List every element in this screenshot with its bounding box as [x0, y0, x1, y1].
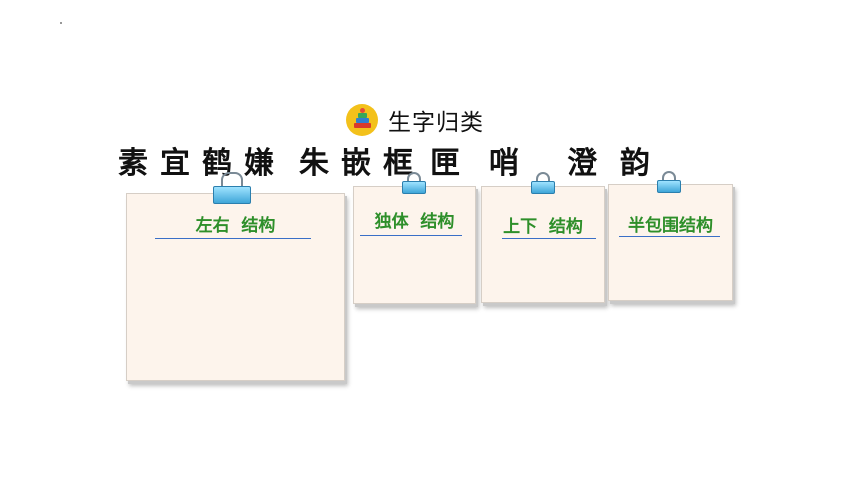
character: 素 — [118, 146, 148, 181]
card-label: 上下 结构 — [503, 217, 583, 237]
card-underline — [155, 238, 311, 239]
character: 嵌 — [341, 146, 371, 181]
binder-clip-icon — [656, 171, 681, 195]
card-single-structure: 独体 结构 — [353, 186, 476, 304]
character: 宜 — [160, 146, 190, 181]
binder-clip-icon — [401, 172, 426, 196]
section-title-text: 生字归类 — [388, 110, 484, 136]
card-top-bottom-structure: 上下 结构 — [481, 186, 605, 303]
character: 韵 — [620, 146, 650, 181]
card-underline — [619, 236, 720, 237]
character: 匣 — [430, 146, 460, 181]
card-half-enclosure-structure: 半包围结构 — [608, 184, 733, 301]
card-label: 左右 结构 — [195, 216, 276, 236]
character: 澄 — [567, 146, 597, 181]
books-icon — [346, 104, 378, 136]
binder-clip-icon — [530, 172, 555, 196]
card-label: 独体 结构 — [374, 212, 455, 232]
card-underline — [360, 235, 462, 236]
section-title: 生字归类 — [346, 103, 484, 137]
character: 朱 — [299, 146, 329, 181]
binder-clip-icon — [211, 172, 251, 206]
card-underline — [502, 238, 596, 239]
card-left-right-structure: 左右 结构 — [126, 193, 345, 381]
character: 哨 — [489, 146, 519, 181]
character: 嫌 — [244, 146, 274, 181]
decorative-dot — [60, 22, 62, 24]
card-label: 半包围结构 — [628, 216, 713, 236]
